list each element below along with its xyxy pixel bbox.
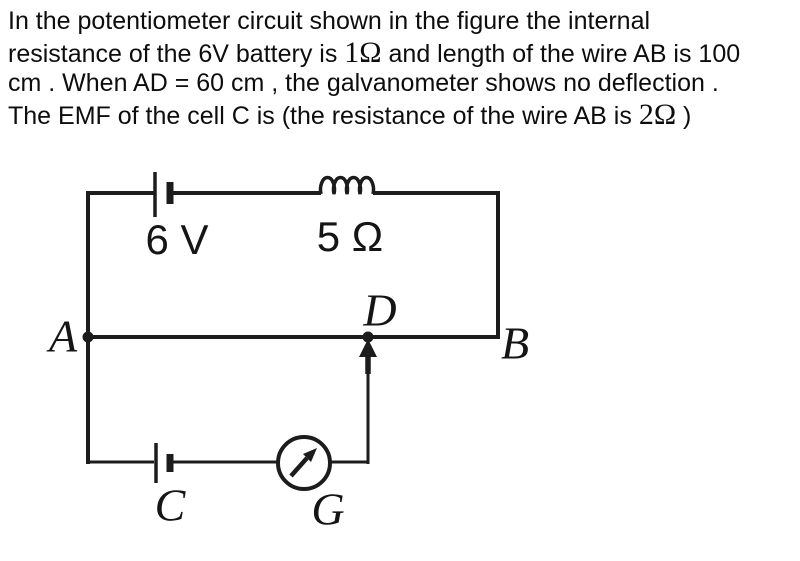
resistor-value-label: 5 Ω (316, 213, 384, 260)
problem-line-3: cm . When AD = 60 cm , the galvanometer … (8, 68, 798, 99)
galvanometer-icon (276, 435, 332, 491)
battery-symbol (153, 172, 174, 217)
text-segment: cm . When AD = 60 cm , the galvanometer … (8, 69, 719, 97)
node-b-label: B (500, 317, 530, 369)
junction-a-dot (82, 331, 94, 343)
text-segment: In the potentiometer circuit shown in th… (8, 7, 651, 35)
cell-c-label: C (154, 479, 186, 531)
resistor-symbol (318, 175, 376, 195)
math-term-1-ohm: 1Ω (344, 36, 382, 69)
jockey-arrowhead (359, 339, 377, 357)
needle-head (303, 448, 317, 462)
problem-line-2: resistance of the 6V battery is 1Ω and l… (8, 37, 798, 68)
battery-voltage-label: 6 V (145, 216, 209, 263)
node-a-label: A (48, 310, 78, 362)
problem-line-1: In the potentiometer circuit shown in th… (8, 6, 798, 37)
problem-text: In the potentiometer circuit shown in th… (8, 6, 798, 130)
cell-symbol (154, 443, 174, 483)
text-segment: The EMF of the cell C is (the resistance… (8, 102, 639, 130)
galvanometer-needle-icon (289, 448, 317, 478)
node-d-label: D (363, 284, 397, 336)
jockey-arrow-icon (359, 339, 377, 374)
needle-shaft (289, 456, 309, 478)
text-segment: ) (676, 102, 692, 130)
galvanometer-g-label: G (311, 483, 345, 535)
text-segment: and length of the wire AB is 100 (381, 40, 741, 68)
text-segment: resistance of the 6V battery is (8, 40, 345, 68)
math-term-2-ohm: 2Ω (638, 98, 677, 131)
junction-d-dot (362, 331, 374, 343)
problem-line-4: The EMF of the cell C is (the resistance… (8, 99, 798, 130)
